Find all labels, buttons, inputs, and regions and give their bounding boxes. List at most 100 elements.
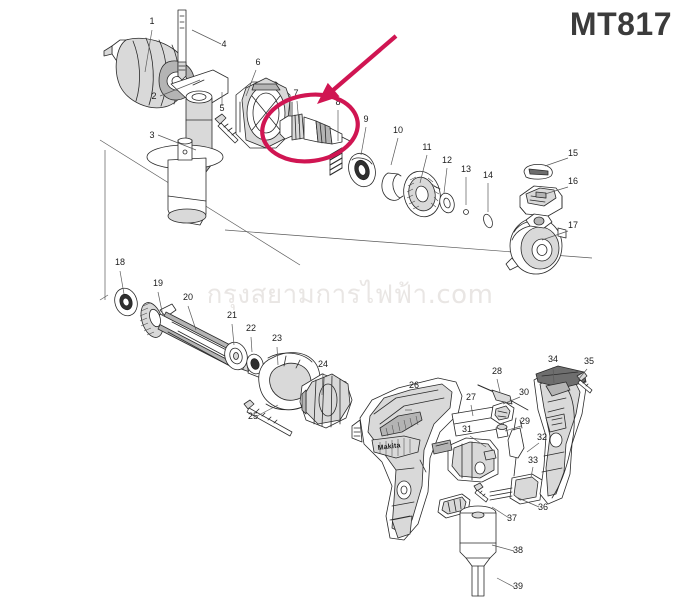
part-13-pin [463,209,469,215]
part-26-housing-half: Makita [351,377,463,541]
part-10-retaining-ring [381,172,404,201]
annotation-layer [260,34,398,164]
part-leader-line [390,137,399,166]
part-5-screw [214,113,239,144]
part-leader-line [159,79,201,97]
part-number-25: 25 [248,411,258,421]
part-leader-line [157,291,164,317]
annotation-arrow [317,34,398,104]
part-29-bushing [495,424,509,439]
part-leader-line [552,366,555,384]
part-leader-line [256,404,279,417]
part-number-30: 30 [519,387,529,397]
part-leader-line [496,378,501,393]
part-leader-line [187,305,197,331]
part-leader-line [157,134,197,151]
part-number-21: 21 [227,310,237,320]
part-number-20: 20 [183,292,193,302]
part-number-16: 16 [568,176,578,186]
part-number-3: 3 [149,130,154,140]
part-leader-line [296,100,300,125]
part-number-15: 15 [568,148,578,158]
part-number-14: 14 [483,170,493,180]
part-leader-line [119,270,125,295]
part-number-31: 31 [462,424,472,434]
part-leader-line [577,368,588,381]
part-number-29: 29 [520,416,530,426]
part-31-switch-assembly [431,437,499,483]
part-leader-line [530,466,534,478]
part-leader-line [491,544,515,552]
part-number-11: 11 [422,142,431,152]
part-number-35: 35 [584,356,594,366]
part-leader-line [515,496,540,508]
part-11-gear [403,170,441,218]
part-number-39: 39 [513,581,523,591]
part-number-6: 6 [255,57,260,67]
part-3-depth-flange [146,137,224,226]
part-number-7: 7 [293,88,298,98]
part-number-36: 36 [538,502,548,512]
part-leader-line [231,323,235,346]
part-number-labels: 1234567891011121314151617181920212223242… [115,16,594,591]
part-32-capacitor [507,417,525,477]
part-number-18: 18 [115,257,125,267]
part-number-23: 23 [272,333,282,343]
housing-brand-label: Makita [377,442,401,452]
part-leader-line [144,29,153,73]
annotation-ellipse [260,92,360,164]
part-30-cord-clamp [490,401,515,425]
part-leader-line [491,506,510,519]
part-leader-line [504,425,522,432]
part-number-1: 1 [149,16,154,26]
part-number-13: 13 [461,164,471,174]
part-number-28: 28 [492,366,502,376]
part-33-terminal-block [489,473,543,505]
part-leader-line [191,29,222,45]
part-leader-line [443,167,448,194]
part-4-chuck-key-rod [177,9,187,81]
part-leader-line [276,346,279,366]
part-number-33: 33 [528,455,538,465]
part-6-gear-housing [235,77,293,149]
part-35-screw [576,371,593,394]
part-28-power-cord [477,384,529,411]
part-leader-line [245,69,257,97]
part-39-pin [471,565,485,597]
part-7-spindle-shaft [279,113,353,145]
part-leader-line [360,126,367,156]
part-14-o-ring [483,213,493,229]
part-number-19: 19 [153,278,163,288]
part-leader-line [544,157,569,167]
part-leader-line [321,372,324,396]
part-leader-line [419,154,428,184]
part-15-brush-cap [523,164,553,180]
part-34-housing-half-right [533,365,587,505]
part-number-32: 32 [537,432,547,442]
part-number-24: 24 [318,359,328,369]
part-38-cylinder [459,505,497,567]
part-24-field-coil [299,373,353,429]
part-leader-line [469,435,487,448]
part-leader-line [502,396,521,405]
part-leader-line [544,186,569,195]
part-number-12: 12 [442,155,452,165]
part-number-4: 4 [221,39,226,49]
part-number-8: 8 [335,97,340,107]
part-number-22: 22 [246,323,256,333]
part-number-5: 5 [219,103,224,113]
part-21-fan-washer [224,341,248,371]
part-leader-line [541,230,569,241]
part-22-washer [246,353,264,375]
part-number-10: 10 [393,125,403,135]
part-12-washer [439,192,455,214]
part-number-34: 34 [548,354,558,364]
part-number-26: 26 [409,380,419,390]
page-title: MT817 [569,6,672,42]
part-number-37: 37 [507,513,517,523]
part-leader-line [470,404,474,417]
part-number-38: 38 [513,545,523,555]
part-leader-line [526,442,540,453]
